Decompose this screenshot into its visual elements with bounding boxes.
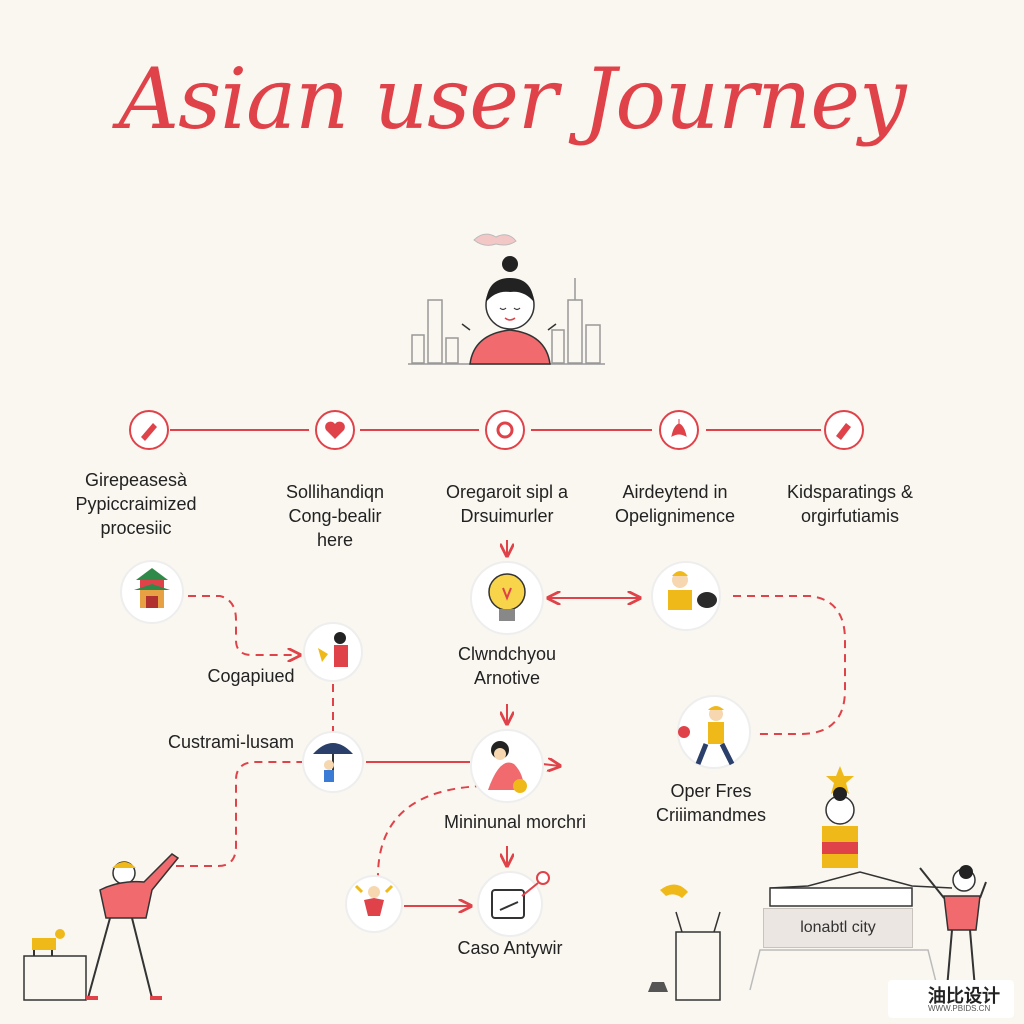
payment-node [477, 871, 550, 937]
stage-timeline [129, 410, 864, 450]
umbrella-node [302, 731, 364, 793]
oper-label: Oper Fres Criiimandmes [655, 781, 767, 825]
support-person-node [651, 561, 721, 631]
flow-connectors [162, 540, 846, 930]
watermark-text: 油比设计 [928, 986, 1000, 1006]
stage-3-label: Oregaroit sipl a Drsuimurler [445, 482, 569, 526]
dancer-node [345, 875, 403, 933]
watermark-url: WWW.PBIDS.CN [928, 1004, 991, 1013]
diagram-title: Asian user Journey [118, 50, 906, 148]
cogapiued-label: Cogapiued [207, 666, 295, 686]
stage-5-label: Kidsparatings & orgirfutiamis [786, 482, 914, 526]
stage-3-gear-icon [485, 410, 525, 450]
city-sign: lonabtl city [763, 908, 913, 948]
gift-person-node [303, 622, 363, 682]
stage-2-heart-icon [315, 410, 355, 450]
worker-node [677, 695, 751, 769]
stage-2-label: Sollihandiqn Cong-bealir here [285, 482, 385, 550]
reading-woman-node [470, 729, 544, 803]
stage-1-pencil-icon [129, 410, 169, 450]
caso-label: Caso Antywir [457, 938, 563, 958]
clwndchyou-label: Clwndchyou Arnotive [457, 644, 557, 688]
stage-4-flower-icon [659, 410, 699, 450]
custrami-label: Custrami-lusam [167, 732, 295, 752]
watermark: 油比设计 WWW.PBIDS.CN [888, 980, 1014, 1018]
lightbulb-node [470, 561, 544, 635]
stage-1-label: Girepeasesà Pypiccraimized procesiic [75, 470, 197, 538]
minimal-label: Mininunal morchri [443, 812, 587, 832]
temple-node [120, 560, 184, 624]
waving-person-illustration [23, 853, 180, 1001]
stage-5-tag-icon [824, 410, 864, 450]
header-illustration [408, 233, 605, 365]
stage-4-label: Airdeytend in Opelignimence [614, 482, 736, 526]
